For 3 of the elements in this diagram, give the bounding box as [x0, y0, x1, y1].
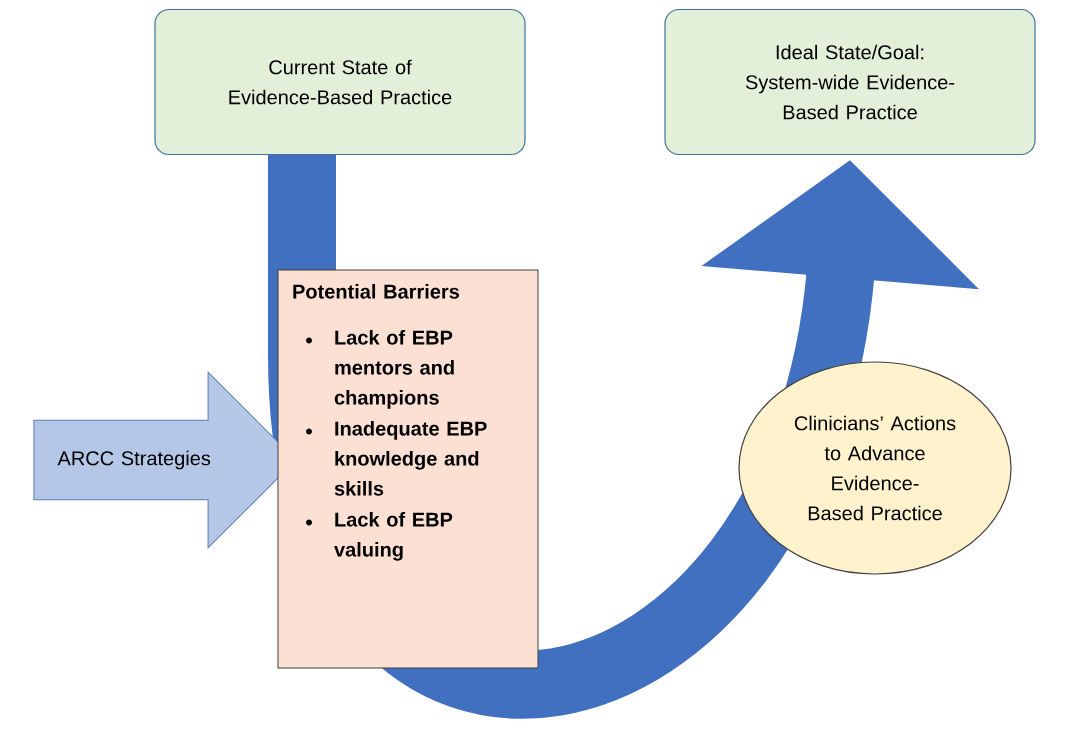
barriers-box: Potential Barriers Lack of EBP mentors and champions Inadequate EBP knowledge and skills Lack of EBP valuing — [277, 269, 539, 669]
state-box: Current State of Evidence-Based Practice — [154, 8, 526, 156]
state-box: Ideal State/Goal: System-wide Evidence-Based Practice — [664, 8, 1036, 156]
